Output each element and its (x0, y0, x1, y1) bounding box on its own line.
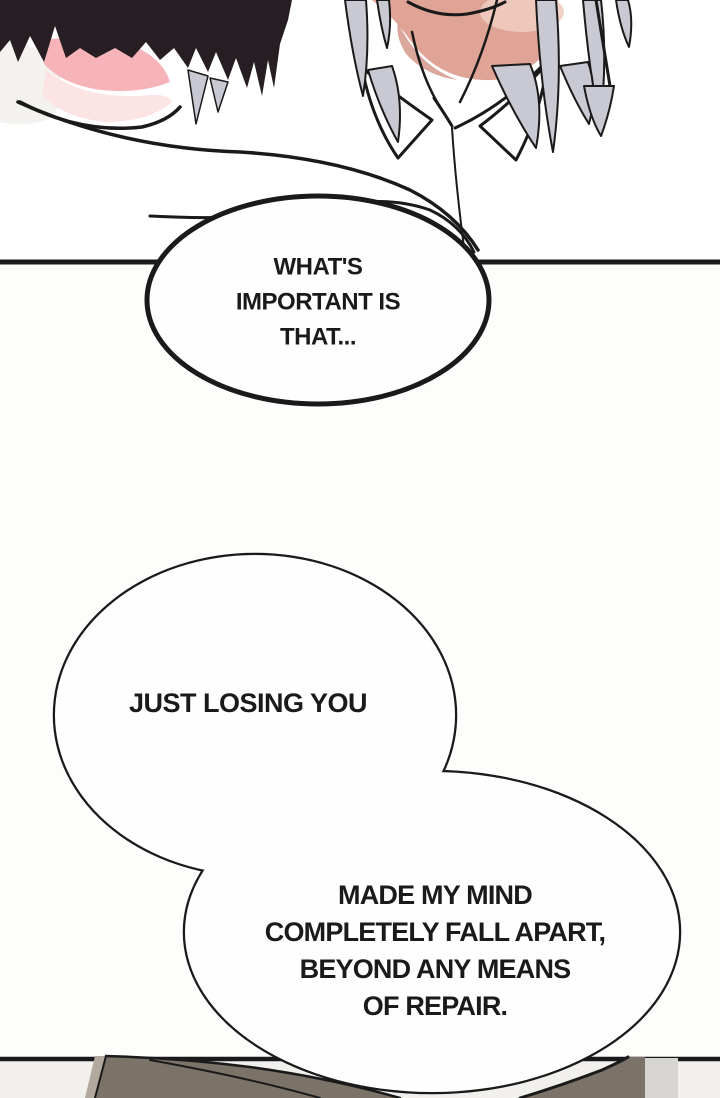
gray-hair-wisp (583, 85, 615, 137)
right-character-neck-line (458, 0, 499, 104)
bottom-hair-left-edge-line (94, 1055, 107, 1098)
gray-hair-strand (535, 0, 560, 153)
hair-highlight-strand (209, 77, 229, 113)
speech-line: WHAT'S (273, 253, 363, 281)
gray-hair-strand (344, 0, 369, 97)
hair-highlight-strand (187, 69, 209, 125)
speech-line: OF REPAIR. (362, 991, 508, 1021)
speech-bubble-1 (144, 193, 492, 407)
speech-bubble-merged (52, 552, 682, 1095)
shirt-vneck-right (453, 58, 550, 130)
speech-line: JUST LOSING YOU (128, 688, 368, 718)
bottom-hair-left (95, 1056, 398, 1098)
gray-hair-strand (615, 0, 633, 48)
speech-bubble-3-text: MADE MY MIND COMPLETELY FALL APART, BEYO… (264, 877, 606, 1025)
right-shoulder-edge (594, 0, 612, 88)
gray-hair-strand (376, 0, 392, 49)
speech-line: THAT... (279, 323, 357, 351)
bottom-hair-inner-line (149, 1059, 321, 1098)
right-character (330, 0, 720, 262)
speech-bubble-2-text: JUST LOSING YOU (128, 688, 368, 718)
left-character (0, 0, 480, 254)
left-character-fuzzy-garment (0, 35, 62, 125)
speech-bubble-1-text: WHAT'S IMPORTANT IS THAT... (235, 250, 401, 355)
bottom-hair-right-outline (518, 1055, 630, 1098)
speech-line: MADE MY MIND (338, 880, 533, 910)
speech-line: IMPORTANT IS (235, 288, 401, 316)
right-character-neck-shadow (397, 22, 458, 80)
bottom-hair-gray-band (645, 1058, 678, 1098)
shirt-vneck-left (432, 96, 454, 128)
speech-line: BEYOND ANY MEANS (299, 954, 572, 984)
gray-hair-wisp (559, 61, 595, 125)
gray-hair-wisp (367, 65, 401, 143)
left-shoulder-line (16, 100, 480, 252)
left-character-hair (0, 0, 292, 96)
bottom-panel-figures (85, 1054, 678, 1098)
gray-hair-wisp (491, 63, 541, 149)
top-panel (0, 0, 720, 262)
speech-line: COMPLETELY FALL APART, (264, 917, 606, 947)
bottom-hair-left-outline (104, 1054, 402, 1098)
left-character-nape-light (42, 70, 172, 122)
speech-bubble-3-fill (185, 772, 679, 1092)
bottom-hair-light-edge (85, 1056, 106, 1098)
